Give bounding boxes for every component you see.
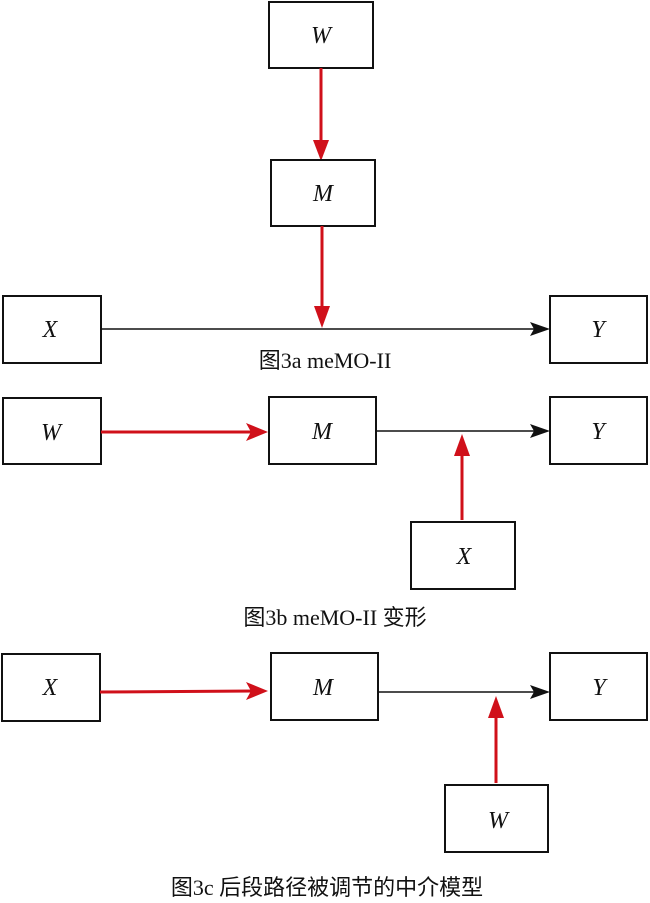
edge-x-to-y <box>101 322 550 336</box>
panel-3a: W M X Y 图3a meMO-II <box>2 1 648 373</box>
node-w-label: W <box>488 808 510 834</box>
panel-3c: X M Y W 图3c 后段路径被调节的 <box>1 652 648 900</box>
node-w: W <box>2 397 102 465</box>
node-x-label: X <box>456 544 473 570</box>
node-m: M <box>268 396 377 465</box>
node-w: W <box>444 784 549 853</box>
arrowhead-icon <box>530 322 550 336</box>
node-x: X <box>1 653 101 722</box>
arrowhead-icon <box>314 306 330 328</box>
caption-3c: 图3c 后段路径被调节的中介模型 <box>171 875 483 900</box>
arrowhead-icon <box>488 696 504 718</box>
edge-m-to-y <box>378 685 550 699</box>
arrowhead-icon <box>313 140 329 161</box>
panel-3b: W M Y X 图3b meMO-II <box>2 396 648 630</box>
arrowhead-icon <box>246 682 268 700</box>
edge-x-to-m <box>99 682 268 700</box>
node-y-label: Y <box>591 317 607 343</box>
node-x-label: X <box>42 675 59 701</box>
edge-m-to-y <box>376 424 550 438</box>
node-x-label: X <box>42 317 59 343</box>
node-w: W <box>268 1 374 69</box>
node-w-label: W <box>41 420 63 446</box>
arrowhead-icon <box>246 423 268 441</box>
arrowhead-icon <box>530 685 550 699</box>
node-x: X <box>2 295 102 364</box>
node-m: M <box>270 652 379 721</box>
edge-w-to-m <box>101 423 268 441</box>
node-y-label: Y <box>591 419 607 445</box>
caption-3b: 图3b meMO-II 变形 <box>243 605 426 630</box>
node-m-label: M <box>312 181 335 207</box>
node-m: M <box>270 159 376 227</box>
node-m-label: M <box>311 419 334 445</box>
arrowhead-icon <box>454 434 470 456</box>
node-y-label: Y <box>592 675 608 701</box>
node-y: Y <box>549 396 648 465</box>
node-m-label: M <box>312 675 335 701</box>
edge-m-to-path <box>314 226 330 328</box>
node-w-label: W <box>311 23 333 49</box>
edge-w-to-path <box>488 696 504 783</box>
arrowhead-icon <box>530 424 550 438</box>
caption-3a: 图3a meMO-II <box>259 348 392 373</box>
node-y: Y <box>549 295 648 364</box>
edge-w-to-m <box>313 68 329 161</box>
edge-x-to-path <box>454 434 470 520</box>
node-x: X <box>410 521 516 590</box>
node-y: Y <box>549 652 648 721</box>
